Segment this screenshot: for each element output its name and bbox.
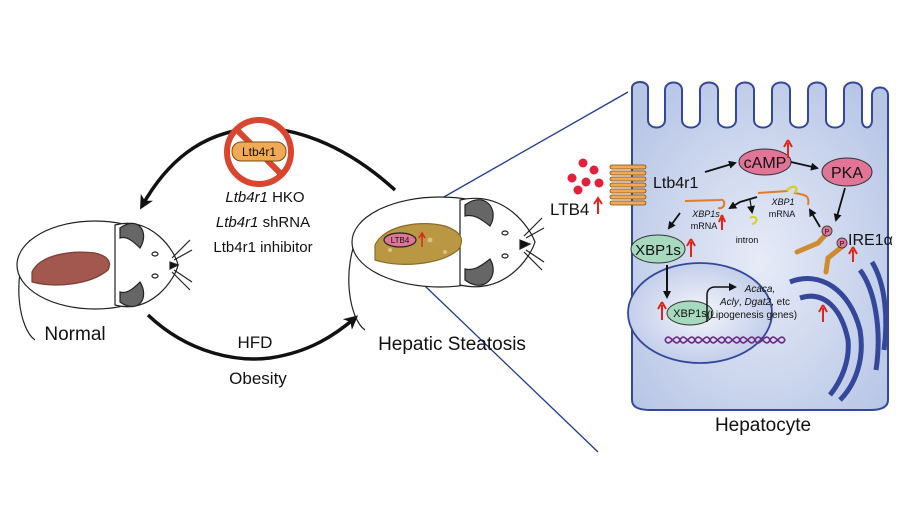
pka-node	[821, 157, 873, 187]
arrow	[833, 187, 846, 222]
hfd-arrow	[146, 313, 359, 361]
xbp1s-nuclear-label: XBP1s	[673, 308, 707, 320]
blocked-target-label: Ltb4r1	[242, 145, 276, 159]
up-arrow-icon	[418, 231, 426, 247]
arrow	[704, 160, 737, 173]
xbp1s-protein-label: XBP1s	[635, 242, 681, 259]
xbp1s-protein-node	[630, 234, 686, 264]
phospho-icon	[836, 237, 848, 249]
liver-ltb4-badge: LTB4	[391, 236, 410, 245]
arrow	[808, 208, 821, 228]
intervention-2: Ltb4r1 shRNA	[216, 214, 310, 231]
intron-label: intron	[736, 235, 759, 245]
arrow	[667, 212, 681, 230]
lipogenesis-genes-label: (Lipogenesis genes)	[707, 310, 797, 321]
normal-label: Normal	[44, 324, 105, 345]
prohibition-sign: Ltb4r1	[224, 117, 294, 187]
phospho-icon	[821, 225, 833, 237]
xbp1s-mrna-icon	[684, 198, 726, 210]
hepatocyte-label: Hepatocyte	[715, 415, 811, 436]
steatosis-mouse	[348, 196, 545, 331]
steatosis-label: Hepatic Steatosis	[378, 334, 526, 355]
up-arrow-icon	[848, 246, 858, 262]
up-arrow-icon	[593, 196, 603, 214]
up-arrow-icon	[818, 304, 828, 322]
camp-label: cAMP	[744, 155, 787, 172]
dna-helix-icon	[664, 336, 786, 344]
up-arrow-icon	[657, 301, 667, 320]
arrow	[728, 196, 758, 210]
normal-mouse	[16, 220, 193, 341]
ire1-label: IRE1α	[848, 232, 893, 249]
obesity-label: Obesity	[229, 369, 287, 388]
up-arrow-icon	[783, 139, 793, 158]
arrow	[747, 199, 755, 214]
intron-icon	[749, 215, 758, 225]
intervention-1: Ltb4r1 HKO	[225, 189, 304, 206]
ltb4r1-label: Ltb4r1	[653, 175, 698, 192]
pka-label: PKA	[831, 165, 863, 182]
xbp1-mrna-label: XBP1	[770, 197, 794, 207]
arrow	[790, 161, 819, 171]
up-arrow-icon	[718, 214, 726, 230]
ltb4-molecules	[567, 158, 604, 195]
intervention-3: Ltb4r1 inhibitor	[213, 239, 312, 256]
xbp1s-mrna-sub: mRNA	[691, 221, 718, 231]
xbp1s-mrna-label: XBP1s	[691, 209, 720, 219]
gene-acaca: Acaca,	[744, 284, 776, 295]
gene-list: Acly, Dgat2, etc	[719, 297, 790, 308]
xbp1s-nuclear-node	[666, 300, 714, 326]
up-arrow-icon	[686, 238, 696, 257]
zoom-line-bottom	[399, 261, 599, 453]
transcription-arrow	[706, 283, 737, 322]
hfd-label: HFD	[238, 333, 273, 352]
ltb4r1-receptor-icon	[609, 164, 647, 206]
xbp1-mrna-sub: mRNA	[769, 209, 796, 219]
ltb4-label: LTB4	[550, 200, 589, 219]
phospho-label: P	[840, 241, 845, 248]
endoplasmic-reticulum	[789, 260, 889, 402]
phospho-label: P	[825, 229, 830, 236]
